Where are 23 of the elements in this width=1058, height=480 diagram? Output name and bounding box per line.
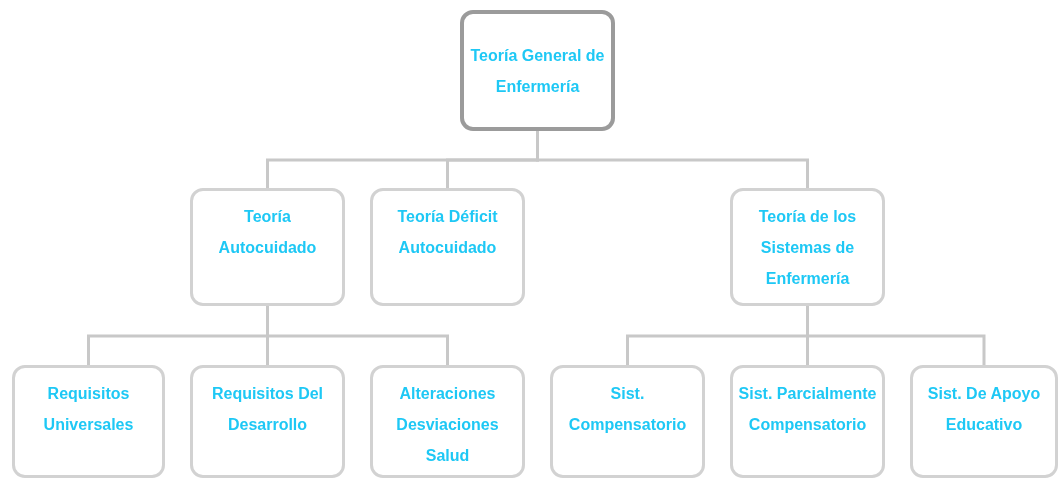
concept-box: [730, 188, 885, 306]
concept-label: Teoría Autocuidado: [217, 207, 318, 258]
concept-box: [730, 365, 885, 478]
concept-label: Teoría de los Sistemas de Enfermería: [757, 207, 858, 289]
concept-label: Sist. Parcialmente Compensatorio: [737, 384, 878, 435]
concept-box: [190, 365, 345, 478]
connector-line: [536, 131, 809, 188]
concept-label: Sist. Compensatorio: [567, 384, 688, 435]
concept-box: [550, 365, 705, 478]
concept-box: [370, 188, 525, 306]
concept-box: [370, 365, 525, 478]
connector-line: [806, 306, 986, 365]
concept-label: Requisitos Universales: [42, 384, 135, 435]
concept-box: [910, 365, 1058, 478]
concept-label: Sist. De Apoyo Educativo: [926, 384, 1042, 435]
concept-label: Requisitos Del Desarrollo: [210, 384, 325, 435]
concept-label: Teoría General de Enfermería: [469, 45, 606, 97]
connector-line: [266, 306, 449, 365]
concept-box: [12, 365, 165, 478]
concept-box: [190, 188, 345, 306]
concept-box: [460, 10, 615, 131]
concept-label: Alteraciones Desviaciones Salud: [395, 384, 500, 466]
concept-label: Teoría Déficit Autocuidado: [396, 207, 499, 258]
